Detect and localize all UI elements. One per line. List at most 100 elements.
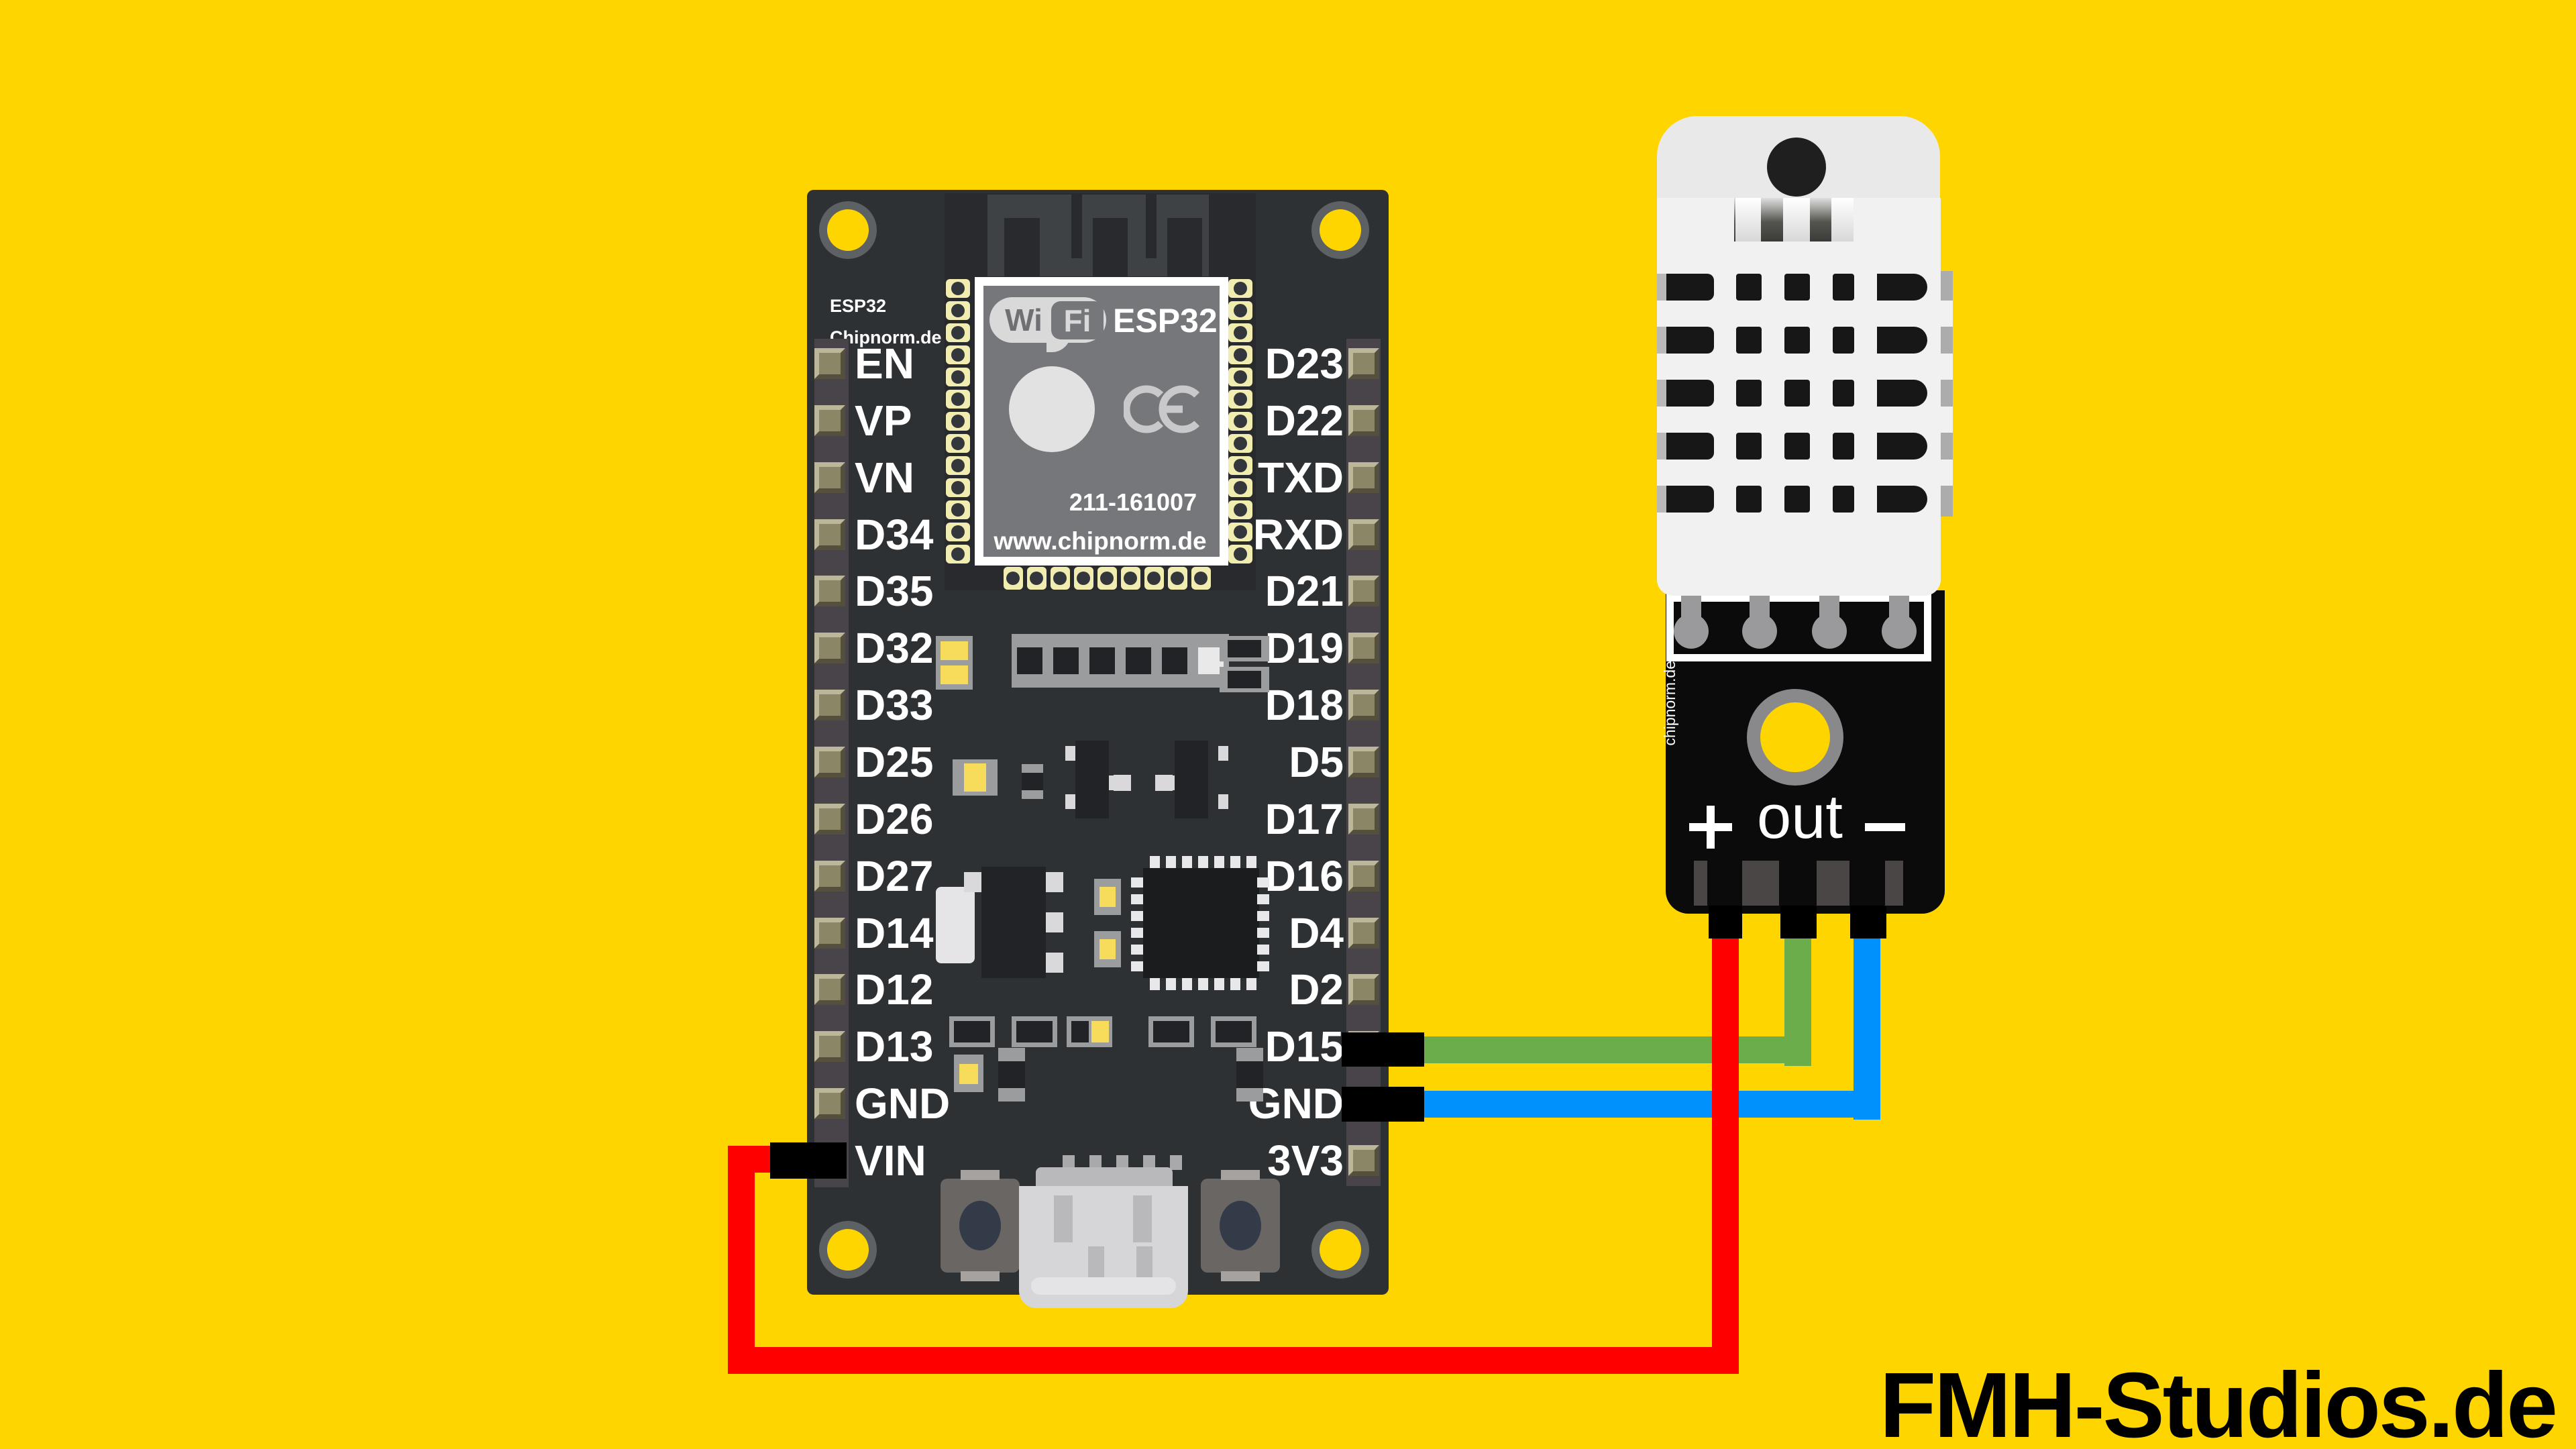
resistor-body xyxy=(1017,647,1042,674)
chip-pin xyxy=(1246,978,1256,990)
castellation-hole xyxy=(1234,282,1247,295)
sensor-eye xyxy=(1767,138,1826,197)
pin-label-d5: D5 xyxy=(1289,738,1344,786)
sensor-vent-slot xyxy=(1877,380,1927,407)
ce-mark xyxy=(1124,385,1200,433)
castellation-pad xyxy=(946,456,970,475)
module-website: www.chipnorm.de xyxy=(994,527,1207,555)
pin-pad-d18 xyxy=(1348,690,1379,720)
pin-pad-d35 xyxy=(814,576,845,606)
chip-pin xyxy=(1198,978,1208,990)
chip-pin xyxy=(1131,945,1143,955)
castellation-pad xyxy=(1228,279,1252,298)
pin-label-d34: D34 xyxy=(855,511,934,559)
led-yellow xyxy=(959,1064,978,1084)
mounting-hole-center xyxy=(1320,209,1361,251)
capacitor-body xyxy=(998,1061,1025,1088)
usb-prong xyxy=(1116,1155,1128,1170)
module-name: ESP32 xyxy=(1113,302,1218,339)
button-cap[interactable] xyxy=(1220,1201,1261,1250)
button-cap[interactable] xyxy=(959,1201,1001,1250)
pin-pad-d32 xyxy=(814,633,845,663)
pin-label-gnd: GND xyxy=(1248,1079,1344,1128)
button-tab xyxy=(1221,1271,1260,1281)
usb-contact xyxy=(1054,1195,1073,1242)
resistor-body xyxy=(1162,647,1187,674)
usb-uart-chip xyxy=(1143,868,1259,978)
breakout-pin-plus xyxy=(1709,906,1742,938)
resistor-body xyxy=(1228,640,1261,657)
castellation-hole xyxy=(1234,370,1247,384)
castellation-pad xyxy=(1228,545,1252,564)
castellation-hole xyxy=(951,437,965,450)
castellation-pad xyxy=(946,323,970,342)
castellation-hole xyxy=(1100,572,1114,585)
usb-prong xyxy=(1170,1155,1182,1170)
antenna-notch xyxy=(1146,195,1157,258)
button-tab xyxy=(961,1271,1000,1281)
sensor-vent-slot xyxy=(1666,327,1714,354)
button-tab xyxy=(961,1170,1000,1180)
pin-pad-d14 xyxy=(814,918,845,949)
castellation-pad xyxy=(1074,567,1093,590)
pin-pad-d21 xyxy=(1348,576,1379,606)
pin-pad-gnd xyxy=(814,1088,845,1119)
capacitor-body xyxy=(1236,1061,1263,1088)
sensor-vent-slot xyxy=(1666,380,1714,407)
collar-tab xyxy=(1735,198,1761,241)
sensor-vent-slot xyxy=(1736,380,1762,407)
chip-pin xyxy=(1150,978,1160,990)
sensor-vent-slot xyxy=(1877,274,1927,301)
resistor-body xyxy=(1228,671,1261,688)
wire-red-horizontal-bottom xyxy=(728,1347,1739,1374)
castellation-hole xyxy=(1234,437,1247,450)
button-tab xyxy=(1221,1170,1260,1180)
castellation-hole xyxy=(1234,525,1247,539)
sensor-vent-slot xyxy=(1833,380,1854,407)
castellation-hole xyxy=(1234,547,1247,561)
pin-label-d27: D27 xyxy=(855,852,934,900)
castellation-hole xyxy=(951,503,965,517)
castellation-hole xyxy=(1234,415,1247,428)
connector-block-gnd xyxy=(1342,1087,1424,1122)
castellation-hole xyxy=(951,304,965,317)
pin-label-gnd: GND xyxy=(855,1079,951,1128)
smd-pad xyxy=(1114,775,1131,791)
castellation-hole xyxy=(951,481,965,494)
pin-pad-d12 xyxy=(814,974,845,1005)
capacitor-body xyxy=(1153,1021,1189,1042)
capacitor-body xyxy=(1071,1021,1089,1042)
pin-label-vn: VN xyxy=(855,453,914,502)
castellation-hole xyxy=(1006,572,1020,585)
pin-label-en: EN xyxy=(855,339,914,388)
mounting-hole-center xyxy=(827,1229,869,1271)
castellation-hole xyxy=(1077,572,1090,585)
pin-label-d2: D2 xyxy=(1289,965,1344,1014)
socket-slot xyxy=(1779,861,1817,906)
watermark: FMH-Studios.de xyxy=(1879,1354,2558,1449)
minus-label xyxy=(1865,823,1905,831)
pin-label-d16: D16 xyxy=(1265,852,1344,900)
pin-label-rxd: RXD xyxy=(1252,511,1344,559)
pin-pad-d25 xyxy=(814,747,845,777)
vent-slot-edge xyxy=(1657,380,1666,407)
led-yellow xyxy=(1099,939,1116,959)
pin-pad-txd xyxy=(1348,462,1379,493)
pin-pad-d27 xyxy=(814,861,845,892)
pin-label-d25: D25 xyxy=(855,738,934,786)
pin-pad-d23 xyxy=(1348,348,1379,379)
castellation-pad xyxy=(1004,567,1023,590)
capacitor-body xyxy=(1022,773,1043,790)
chip-pin xyxy=(1182,856,1192,868)
pin-label-d17: D17 xyxy=(1265,795,1344,843)
transistor-lead xyxy=(1218,794,1228,809)
pin-pad-3v3 xyxy=(1348,1145,1379,1176)
castellation-pad xyxy=(946,545,970,564)
smd-pad xyxy=(1155,775,1173,791)
breakout-pin-out xyxy=(1780,906,1817,938)
wire-green-vertical xyxy=(1784,938,1811,1066)
sensor-vent-slot xyxy=(1736,433,1762,460)
sensor-vent-slot xyxy=(1666,274,1714,301)
transistor xyxy=(1075,741,1109,818)
castellation-hole xyxy=(951,370,965,384)
